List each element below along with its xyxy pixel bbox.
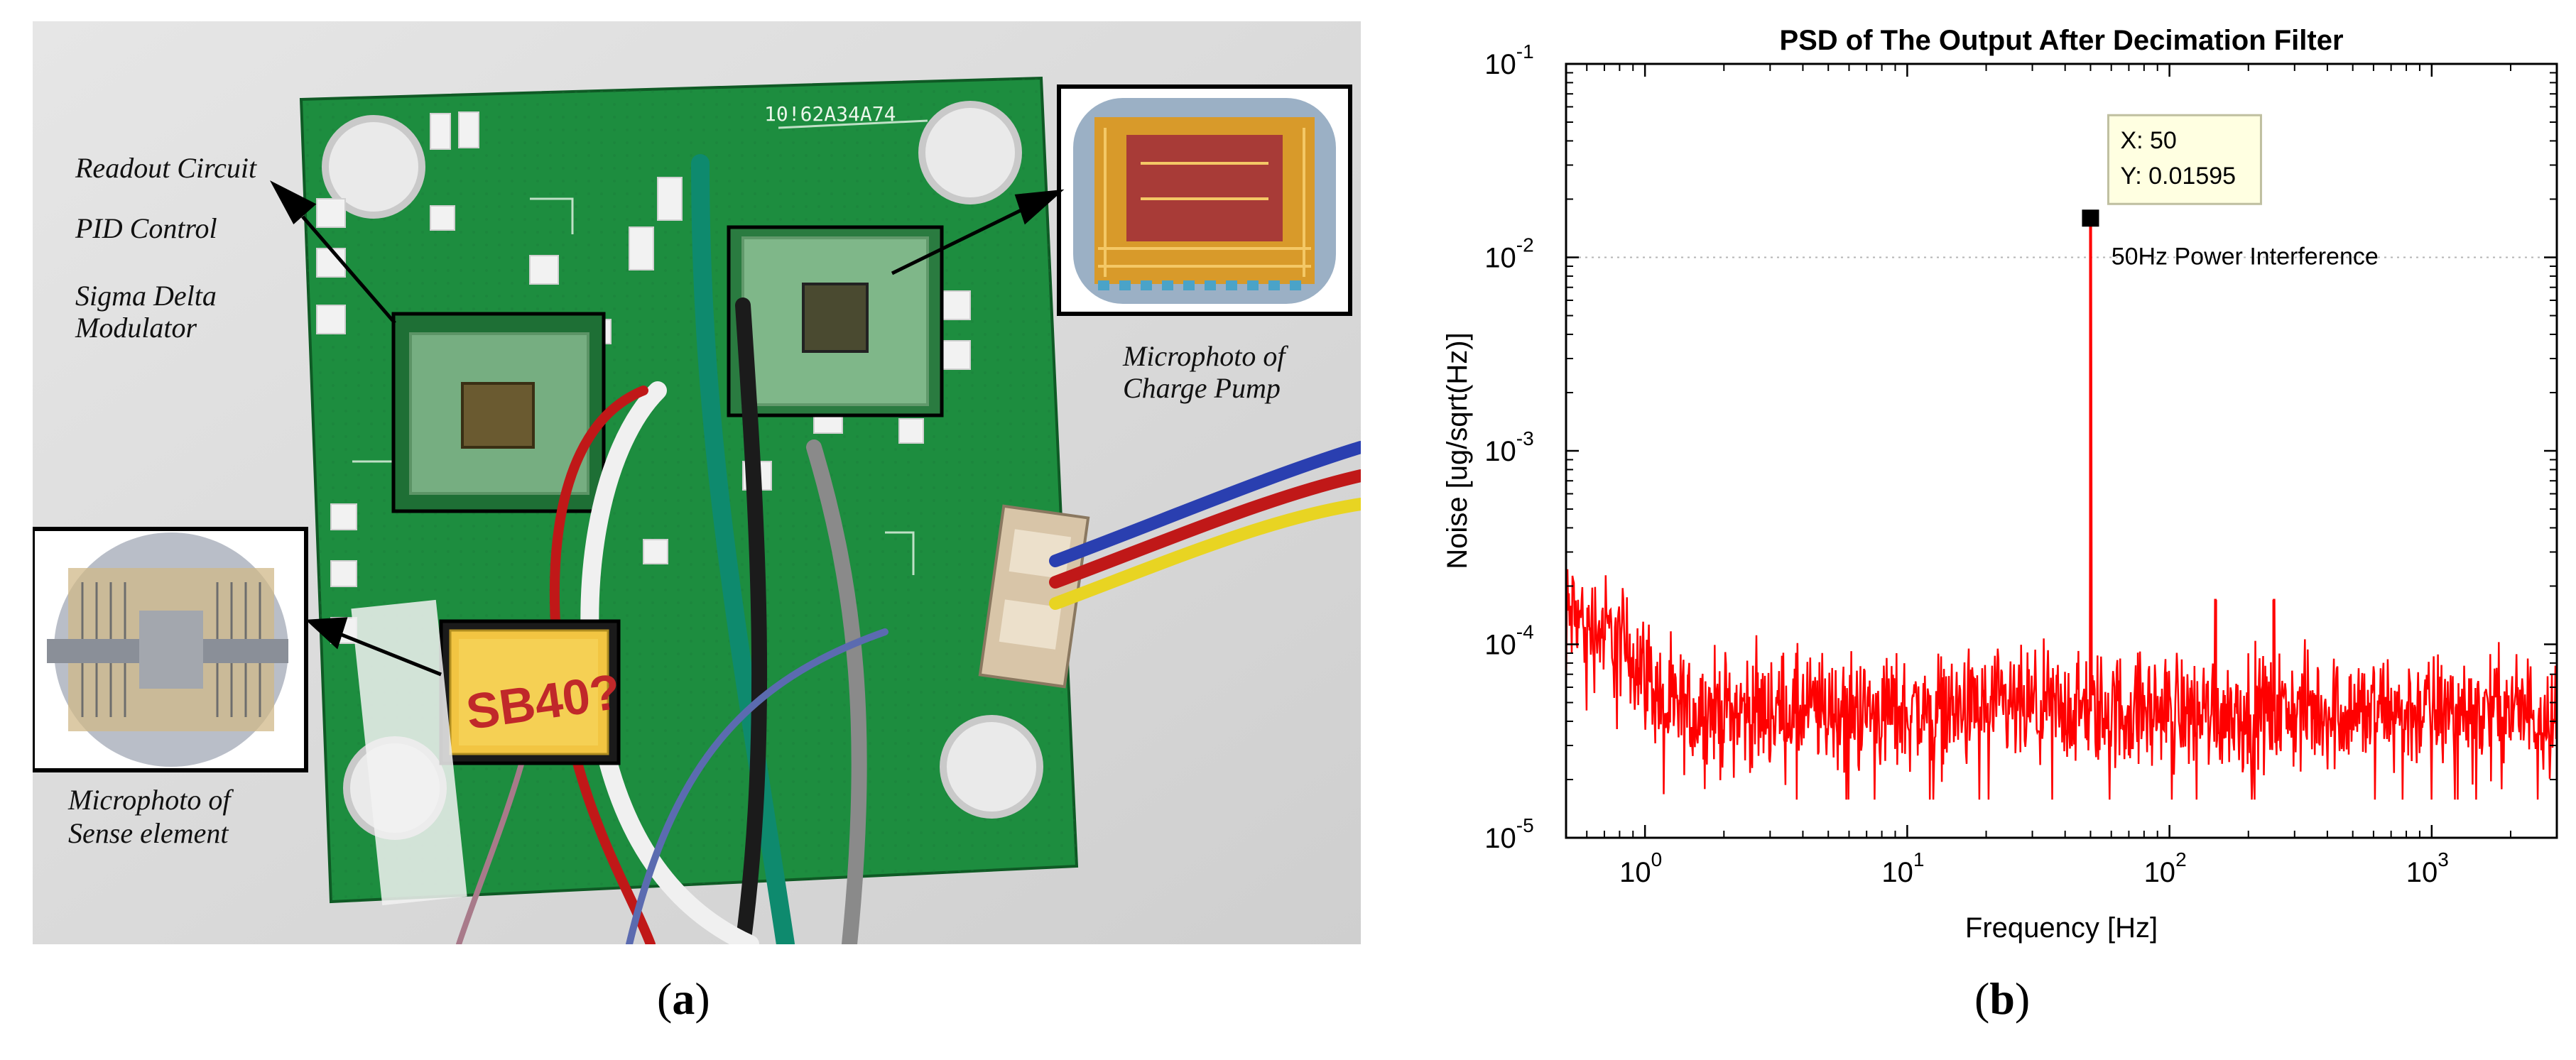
- x-tick-label: 102: [2144, 848, 2187, 888]
- x-axis-label: Frequency [Hz]: [1965, 912, 2158, 944]
- annotation-pid-control: PID Control: [75, 212, 217, 244]
- wires: [456, 154, 1361, 944]
- pcb-photo: SB40?: [33, 21, 1361, 944]
- panel-label-b: (b): [1974, 973, 2031, 1024]
- y-tick-label: 10-1: [1484, 40, 1533, 80]
- white-tape: [351, 599, 467, 906]
- annotation-sigma-delta-line2: Modulator: [75, 312, 197, 344]
- annotation-charge-pump-line1: Microphoto of: [1123, 340, 1286, 372]
- x-tick-label: 101: [1881, 848, 1924, 888]
- annotation-sense-element-line1: Microphoto of: [68, 784, 231, 816]
- x-tick-label: 103: [2406, 848, 2449, 888]
- x-tick-label: 100: [1619, 848, 1662, 888]
- chart-title: PSD of The Output After Decimation Filte…: [1779, 25, 2343, 56]
- psd-chart: PSD of The Output After Decimation Filte…: [1442, 25, 2558, 944]
- y-tick-label: 10-3: [1484, 427, 1533, 467]
- pcb-photo-panel: SB40?: [33, 21, 1361, 944]
- board-marking: 10!62A34A74: [764, 102, 896, 126]
- data-tip-box: [2107, 114, 2262, 205]
- sense-element-chip: SB40?: [439, 619, 624, 765]
- data-tip-x: X: 50: [2120, 127, 2176, 154]
- annotation-sigma-delta-line1: Sigma Delta: [75, 280, 217, 312]
- annotation-power-interference: 50Hz Power Interference: [2112, 244, 2379, 271]
- panel-label-a: (a): [657, 973, 710, 1024]
- data-tip-y: Y: 0.01595: [2120, 163, 2236, 190]
- y-axis-label: Noise [ug/sqrt(Hz)]: [1442, 332, 1473, 569]
- y-tick-label: 10-2: [1484, 234, 1533, 274]
- sense-element-microphoto: [33, 527, 308, 772]
- psd-series-line: [1565, 217, 2558, 800]
- annotation-readout-circuit: Readout Circuit: [75, 152, 257, 184]
- psd-chart-panel: PSD of The Output After Decimation Filte…: [1420, 0, 2576, 944]
- y-tick-label: 10-4: [1484, 621, 1533, 661]
- annotation-arrows: [270, 180, 1065, 677]
- charge-pump-microphoto: [1057, 84, 1352, 316]
- charge-pump-chip-package: [727, 225, 944, 417]
- annotation-charge-pump-line2: Charge Pump: [1123, 372, 1281, 404]
- annotation-sense-element-line2: Sense element: [68, 817, 229, 849]
- y-tick-label: 10-5: [1484, 814, 1533, 854]
- data-tip-marker: [2082, 209, 2099, 227]
